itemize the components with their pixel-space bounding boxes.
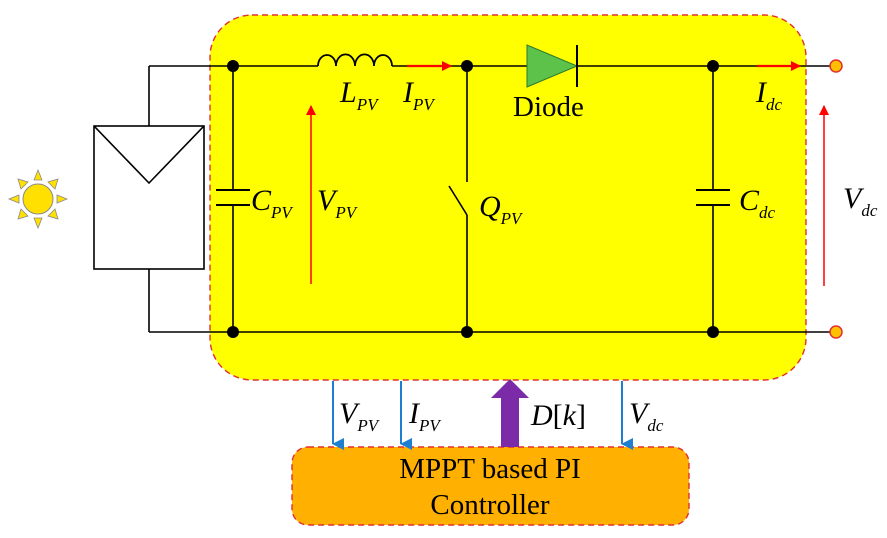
capacitor-cdc [696,189,730,206]
label-vdc: Vdc [843,182,878,220]
signal-vpv: VPV [339,397,381,435]
red-arrows [306,61,829,286]
pv-panel [93,125,205,270]
label-lpv: LPV [339,76,380,114]
sun-icon [7,168,69,230]
controller-subtitle: Controller [430,489,550,521]
duty-cycle-arrow [491,379,529,447]
label-ipv: IPV [402,76,436,114]
label-vpv: VPV [317,184,359,222]
label-diode: Diode [513,91,584,123]
wires [148,65,832,333]
diode-symbol [526,44,579,88]
converter-box [209,14,807,381]
controller-box [291,446,690,526]
signal-ipv: IPV [408,397,442,435]
label-cpv: CPV [251,184,294,222]
label-qpv: QPV [479,190,524,228]
controller-title: MPPT based PI [399,453,581,485]
capacitor-cpv [216,189,250,206]
output-terminals [829,59,843,339]
label-cdc: Cdc [739,184,776,222]
measurement-arrows [332,381,633,450]
label-idc: Idc [755,76,783,114]
inductor-lpv [317,53,393,67]
signal-vdc: Vdc [629,397,664,435]
switch-qpv [448,185,468,216]
junction-dots [227,60,719,338]
signal-duty: D[k] [530,399,586,432]
